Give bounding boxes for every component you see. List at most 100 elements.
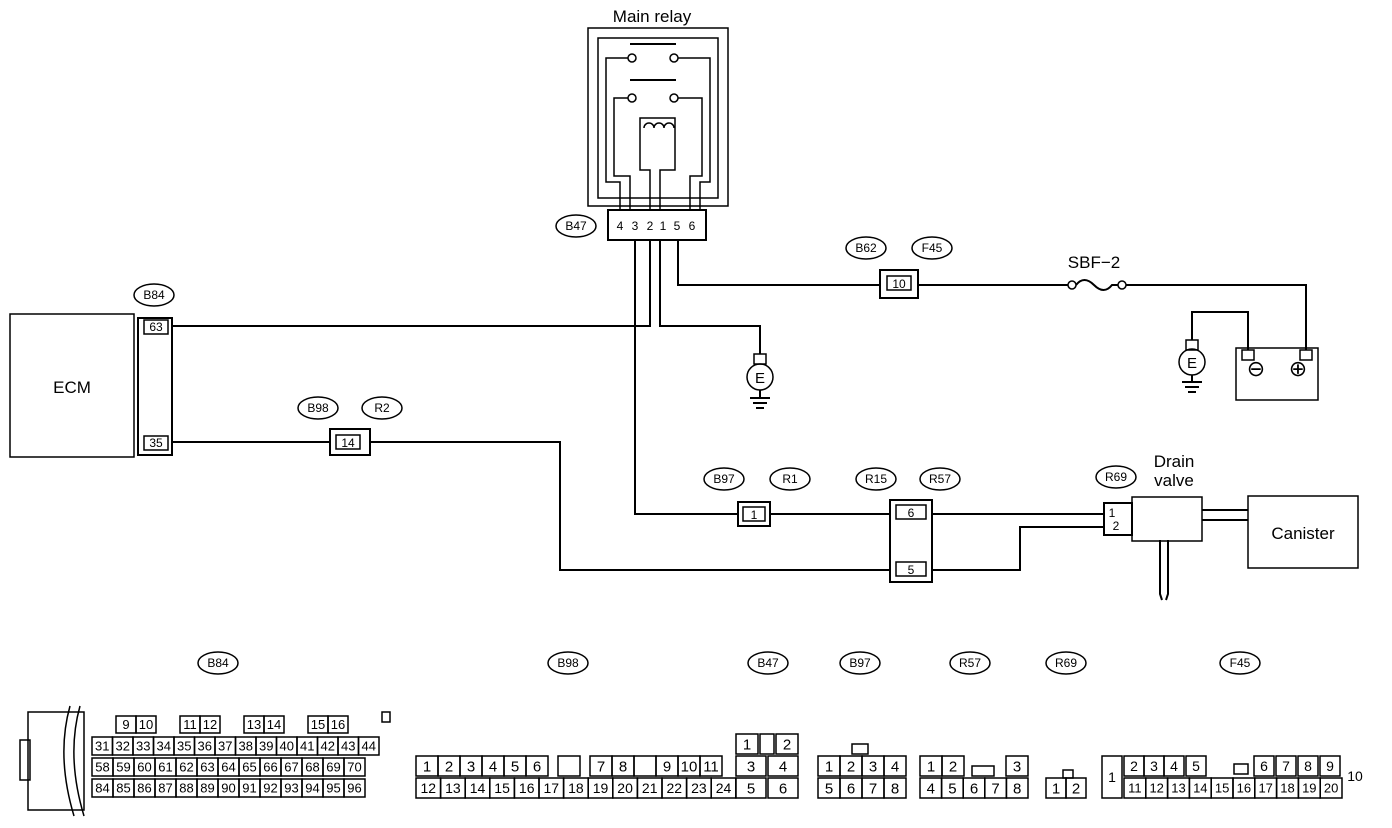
wires (172, 240, 1307, 601)
connector-pin: 70 (347, 760, 361, 775)
main-relay-label: Main relay (613, 7, 692, 26)
connector-pin: 33 (136, 739, 150, 754)
connector-pin: 8 (1304, 758, 1312, 774)
legend-id-r57: R57 (959, 656, 981, 670)
inline-connector-b62-f45: 10 (879, 269, 919, 299)
connector-pin: 92 (263, 781, 277, 796)
connector-pin: 16 (1237, 781, 1251, 796)
ground-symbol: E (755, 370, 765, 387)
connector-pin: 5 (511, 758, 519, 775)
connector-pin: 9 (122, 717, 129, 732)
connector-pin: 6 (1260, 758, 1268, 774)
connector-pin: 18 (568, 780, 584, 796)
inline-connector-r15-r57: 6 5 (889, 499, 933, 583)
relay-terminal: 5 (674, 219, 681, 233)
connector-pin: 3 (869, 758, 877, 775)
connector-pin-10: 10 (892, 277, 906, 291)
connector-pin: 5 (1192, 758, 1200, 774)
connector-pin: 64 (221, 760, 235, 775)
legend-id-b84: B84 (207, 656, 229, 670)
connector-pin: 14 (267, 717, 281, 732)
legend-id-b98: B98 (557, 656, 579, 670)
connector-pin: 90 (221, 781, 235, 796)
connector-pin: 86 (137, 781, 151, 796)
connector-pin: 3 (747, 758, 755, 775)
connector-pin: 5 (948, 780, 956, 797)
connector-ovals: B47 B62 F45 B84 B98 R2 B97 R1 R15 R57 R6… (133, 214, 1137, 491)
connector-pin: 87 (158, 781, 172, 796)
connector-pin-14: 14 (341, 436, 355, 450)
connector-pin: 2 (783, 736, 791, 753)
connector-pin: 34 (157, 739, 171, 754)
canister: Canister (1247, 495, 1359, 569)
battery-negative-terminal: ⊖ (1247, 356, 1265, 381)
connector-pin: 39 (259, 739, 273, 754)
connector-pin: 2 (847, 758, 855, 775)
connector-pin: 6 (779, 780, 787, 797)
connector-pin: 15 (1215, 781, 1229, 796)
main-relay: Main relay 4 3 2 1 5 6 (587, 7, 729, 241)
connector-pin: 8 (1013, 780, 1021, 797)
connector-pin: 10 (1347, 768, 1363, 784)
connector-pin: 37 (218, 739, 232, 754)
connector-pin: 17 (1258, 781, 1272, 796)
connector-pin: 3 (467, 758, 475, 775)
connector-pin: 2 (1072, 780, 1080, 797)
relay-terminal: 6 (689, 219, 696, 233)
connector-pin: 7 (597, 758, 605, 775)
battery-positive-terminal: ⊕ (1289, 356, 1307, 381)
connector-pin: 10 (681, 758, 698, 775)
drain-valve: Drain valve 1 2 (1103, 452, 1203, 542)
connector-pin: 23 (691, 780, 707, 796)
connector-id-r15: R15 (865, 472, 887, 486)
connector-pin: 6 (533, 758, 541, 775)
connector-pin: 22 (667, 780, 683, 796)
connector-pin: 4 (779, 758, 787, 775)
legend-id-b47: B47 (757, 656, 779, 670)
connector-pin: 67 (284, 760, 298, 775)
connector-pin: 31 (95, 739, 109, 754)
ecm-pin-63: 63 (149, 320, 163, 334)
connector-pin: 1 (423, 758, 431, 775)
valve-pin-1: 1 (1109, 506, 1116, 520)
drain-valve-label-2: valve (1154, 471, 1194, 490)
connector-pin: 89 (200, 781, 214, 796)
connector-pin: 35 (177, 739, 191, 754)
connector-pin: 12 (1149, 781, 1163, 796)
connector-pin: 63 (200, 760, 214, 775)
connector-pin: 8 (619, 758, 627, 775)
connector-pin: 4 (489, 758, 497, 775)
connector-pin: 62 (179, 760, 193, 775)
connector-pin: 16 (331, 717, 345, 732)
connector-pin: 6 (970, 780, 978, 797)
connector-pin: 4 (891, 758, 899, 775)
connector-pin: 17 (544, 780, 560, 796)
connector-pin: 12 (203, 717, 217, 732)
connector-pin: 2 (1130, 758, 1138, 774)
ground-battery: E (1178, 339, 1206, 393)
connector-pin: 58 (95, 760, 109, 775)
ecm-label: ECM (53, 378, 91, 397)
connector-pin: 14 (470, 780, 486, 796)
connector-pin: 84 (95, 781, 109, 796)
connector-pin: 1 (927, 758, 935, 775)
connector-pin: 11 (703, 758, 719, 775)
connector-pin: 41 (300, 739, 314, 754)
connector-pin: 42 (321, 739, 335, 754)
legend-id-b97: B97 (849, 656, 871, 670)
connector-id-r57: R57 (929, 472, 951, 486)
connector-pin: 19 (1302, 781, 1316, 796)
connector-pin: 4 (1170, 758, 1178, 774)
connector-pin: 20 (1324, 781, 1338, 796)
connector-id-r69: R69 (1105, 470, 1127, 484)
relay-terminals: 4 3 2 1 5 6 (617, 219, 696, 233)
connector-pin: 59 (116, 760, 130, 775)
connector-pin: 66 (263, 760, 277, 775)
connector-pin: 15 (494, 780, 510, 796)
connector-pin: 4 (927, 780, 935, 797)
relay-terminal: 2 (647, 219, 654, 233)
connector-pin: 6 (847, 780, 855, 797)
connector-pin: 8 (891, 780, 899, 797)
connector-pin: 20 (617, 780, 633, 796)
